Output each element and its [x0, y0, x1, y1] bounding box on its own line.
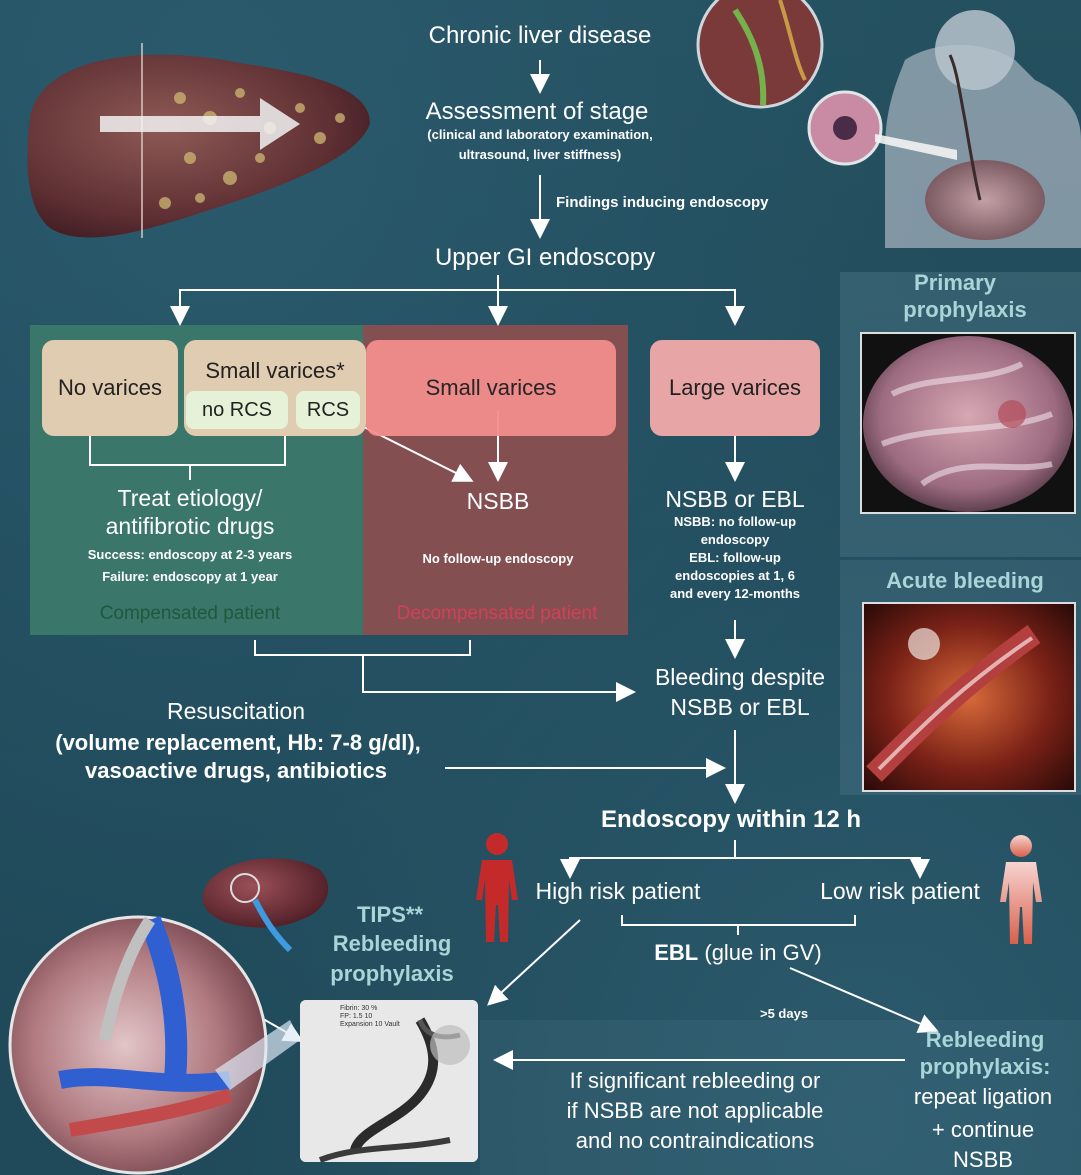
large-varices-box: Large varices	[650, 340, 820, 436]
no-varices-box: No varices	[42, 340, 178, 436]
chronic-liver-disease: Chronic liver disease	[429, 22, 652, 50]
no-followup: No follow-up endoscopy	[423, 552, 574, 567]
large-note-1: NSBB: no follow-up	[674, 515, 796, 530]
endoscopy-within-12h: Endoscopy within 12 h	[601, 806, 861, 834]
tips-label-3: prophylaxis	[330, 961, 453, 986]
tips-xray-image: Fibrin: 30 % FP: 1.5 10 Expansion 10 Vau…	[300, 1000, 478, 1162]
small-varices-box: Small varices	[366, 340, 616, 436]
bracket-compensated	[90, 435, 285, 465]
tips-label-2: Rebleeding	[333, 931, 452, 956]
ebl-bold: EBL	[654, 940, 698, 965]
resuscitation: Resuscitation	[167, 698, 305, 724]
small-varices-star-label: Small varices*	[205, 358, 344, 384]
xray-caption-2: FP: 1.5 10	[340, 1013, 372, 1021]
ebl-glue: EBL (glue in GV)	[654, 940, 822, 965]
assessment-detail-1: (clinical and laboratory examination,	[427, 128, 652, 143]
resuscitation-detail-1: (volume replacement, Hb: 7-8 g/dl),	[55, 730, 421, 755]
low-risk-patient: Low risk patient	[820, 878, 980, 904]
no-rcs-pill: no RCS	[186, 391, 288, 429]
no-rcs-label: no RCS	[202, 399, 272, 422]
findings-inducing-endoscopy: Findings inducing endoscopy	[556, 194, 769, 211]
nsbb-or-ebl: NSBB or EBL	[665, 486, 804, 512]
rebleed-proph-1: Rebleeding	[926, 1027, 1045, 1052]
rcs-label: RCS	[307, 399, 349, 422]
primary-label-1: Primary	[914, 270, 996, 295]
rebleed-proph-3: repeat ligation	[914, 1084, 1052, 1109]
success-note: Success: endoscopy at 2-3 years	[88, 548, 293, 563]
acute-bleeding-image	[862, 602, 1076, 792]
rebleed-proph-4: + continue	[932, 1117, 1034, 1142]
large-note-2: endoscopy	[701, 533, 770, 548]
nsbb-label: NSBB	[467, 488, 530, 514]
ebl-rest: (glue in GV)	[698, 940, 822, 965]
rebleed-proph-5: NSBB	[953, 1147, 1013, 1172]
branch-bar	[180, 290, 735, 312]
xray-caption-3: Expansion 10 Vault	[340, 1021, 400, 1029]
high-risk-patient: High risk patient	[536, 878, 701, 904]
acute-bleeding-label: Acute bleeding	[886, 568, 1044, 593]
primary-prophylaxis-image	[860, 332, 1076, 514]
upper-gi-endoscopy: Upper GI endoscopy	[435, 244, 655, 272]
large-note-3: EBL: follow-up	[689, 551, 781, 566]
high-risk-person-icon	[472, 830, 522, 945]
no-varices-label: No varices	[58, 375, 162, 401]
days-label: >5 days	[760, 1007, 808, 1022]
tips-illustration	[0, 840, 340, 1175]
antifibrotic-drugs: antifibrotic drugs	[106, 513, 275, 539]
primary-label-2: prophylaxis	[903, 297, 1026, 322]
compensated-label: Compensated patient	[100, 603, 281, 625]
ebl-bracket	[622, 915, 855, 925]
arrow-ebl-rebleeding	[790, 968, 935, 1030]
tips-label-1: TIPS**	[357, 902, 423, 927]
low-risk-person-icon	[996, 832, 1046, 947]
if-rebleeding-1: If significant rebleeding or	[570, 1068, 821, 1093]
resuscitation-detail-2: vasoactive drugs, antibiotics	[85, 758, 387, 783]
large-note-4: endoscopies at 1, 6	[675, 569, 795, 584]
bracket-bottom	[255, 640, 470, 655]
assessment-detail-2: ultrasound, liver stiffness)	[459, 148, 622, 163]
liver-illustration	[20, 38, 380, 248]
if-rebleeding-3: and no contraindications	[576, 1128, 815, 1153]
large-varices-label: Large varices	[669, 375, 801, 401]
if-rebleeding-2: if NSBB are not applicable	[567, 1098, 824, 1123]
bleeding-despite-2: NSBB or EBL	[670, 694, 809, 720]
large-note-5: and every 12-months	[670, 587, 800, 602]
assessment-of-stage: Assessment of stage	[426, 98, 649, 126]
risk-bar	[570, 858, 920, 875]
failure-note: Failure: endoscopy at 1 year	[102, 570, 278, 585]
small-varices-label: Small varices	[426, 375, 557, 401]
bleeding-despite-1: Bleeding despite	[655, 664, 825, 690]
xray-caption-1: Fibrin: 30 %	[340, 1005, 377, 1013]
rcs-pill: RCS	[296, 391, 360, 429]
treat-etiology: Treat etiology/	[118, 485, 263, 511]
arrow-to-bleeding	[363, 655, 632, 692]
decompensated-label: Decompensated patient	[397, 603, 598, 625]
rebleed-proph-2: prophylaxis:	[920, 1054, 1051, 1079]
